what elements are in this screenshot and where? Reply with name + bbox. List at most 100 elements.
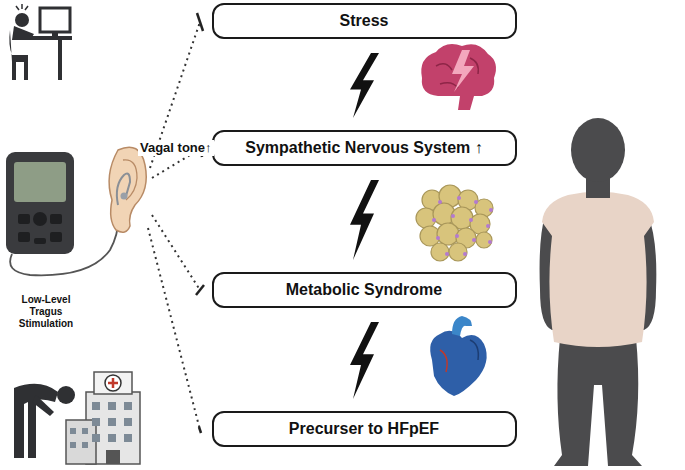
stressed-worker-icon-part [12,26,34,40]
stressed-worker-icon-part [16,4,28,10]
hospital-icon-part-part [124,418,132,426]
inhibition-lines-part [148,228,200,430]
stimulation-device-part [14,162,66,202]
heart-icon-part [470,340,478,360]
hospital-icon-part-part [108,434,116,442]
stimulation-device-part [50,214,62,224]
hospital-icon-part-part [82,442,88,448]
adipocyte-cluster-part [431,243,449,261]
obese-person-figure-part [554,338,642,466]
ear-icon-part [117,174,130,205]
heart-icon-part [430,331,486,396]
heart-icon-part [440,350,447,372]
stimulation-device [6,152,74,254]
ear-icon [109,147,146,232]
inhibition-bars [196,13,204,433]
hospital-icon-part-part [124,402,132,410]
adipocyte-cluster-part [472,238,476,242]
process-box: Stress [212,3,517,39]
process-box: Sympathetic Nervous System ↑ [212,130,517,166]
adipocyte-cluster-part [436,236,440,240]
hospital-icon-part-part [92,418,100,426]
stressed-worker-icon [9,4,72,80]
adipocyte-cluster-part [451,214,455,218]
heart-icon-part [452,316,472,336]
process-box: Metabolic Syndrome [212,272,517,308]
hospital-icon-part [66,420,96,464]
hospital-icon-part-part [82,428,88,434]
inhibition-bars-part [197,13,203,31]
hospital-icon-part-part [70,442,76,448]
adipocyte-cluster-part [474,200,478,204]
adipocyte-cluster-part [449,243,467,261]
brain-icon-part [421,44,496,110]
hospital-icon-part [106,450,120,464]
device-cable [10,212,118,275]
box-label: Stress [340,12,389,30]
stressed-worker-icon-part [40,8,70,32]
hospital-icon-part-part [108,418,116,426]
inhibition-bars-part [196,285,204,295]
lightning-connector [350,180,379,260]
sick-person-icon-part [32,395,54,416]
stimulation-device-part [18,232,30,242]
adipocyte-cluster-part [457,196,461,200]
hospital-icon-part [94,372,132,394]
hospital-icon-part-part [70,428,76,434]
sick-person-icon-part [14,388,24,458]
adipocyte-cluster-part [432,218,436,222]
obese-person-figure-part [542,192,654,348]
box-label: Sympathetic Nervous System ↑ [245,139,482,157]
sick-person-icon-part [57,386,75,404]
adipocyte-cluster-part [488,240,492,244]
stressed-worker-icon-part [24,60,28,80]
adipocyte-cluster-part [437,223,459,245]
adipocyte-cluster [416,185,493,261]
obese-person-figure [540,118,657,466]
obese-person-figure-part [571,118,625,182]
stimulation-device-part [6,152,74,254]
adipocyte-cluster-part [489,208,493,212]
hospital-icon-part [70,402,132,448]
hospital-icon-part-part [108,402,116,410]
annotation-label: Vagal tone↑ [138,140,214,156]
stressed-worker-icon-part [58,40,62,80]
stressed-worker-icon-part [15,13,29,27]
adipocyte-cluster-part [455,234,459,238]
inhibition-bars-part [199,427,201,433]
adipocyte-cluster-part [486,224,490,228]
hospital-icon-part-part [92,402,100,410]
hospital-icon-part [108,378,118,388]
brain-icon-part [452,50,474,92]
adipocyte-cluster-part [469,218,473,222]
sick-person-icon-part [28,398,36,458]
adipocyte-cluster-part [463,252,467,256]
adipocyte-cluster-part [445,252,449,256]
ear-icon-part [109,147,146,232]
heart-icon [430,316,486,396]
lightning-connector [350,322,379,399]
adipocyte-cluster-part [438,200,442,204]
stressed-worker-icon-part [52,32,58,37]
stimulation-device-part [34,238,46,244]
hospital-icon-part-part [124,434,132,442]
ear-icon-part [121,193,128,200]
hospital-icon-part-part [92,434,100,442]
lightning-connector [350,53,379,118]
box-label: Metabolic Syndrome [286,281,442,299]
hospital-icon [66,372,140,464]
stimulation-device-part [50,232,62,242]
inhibition-lines [148,22,200,430]
inhibition-lines-part [152,215,200,290]
box-label: Precurser to HFpEF [289,420,439,438]
hospital-icon-part [105,375,121,391]
stimulation-device-part [18,214,30,224]
brain-icon [421,44,496,110]
process-box: Precurser to HFpEF [212,411,517,447]
stimulation-device-part [33,212,47,226]
device-label: Low-Level Tragus Stimulation [3,294,89,330]
adipocyte-cluster-part [476,232,492,248]
stressed-worker-icon-part [12,55,16,80]
